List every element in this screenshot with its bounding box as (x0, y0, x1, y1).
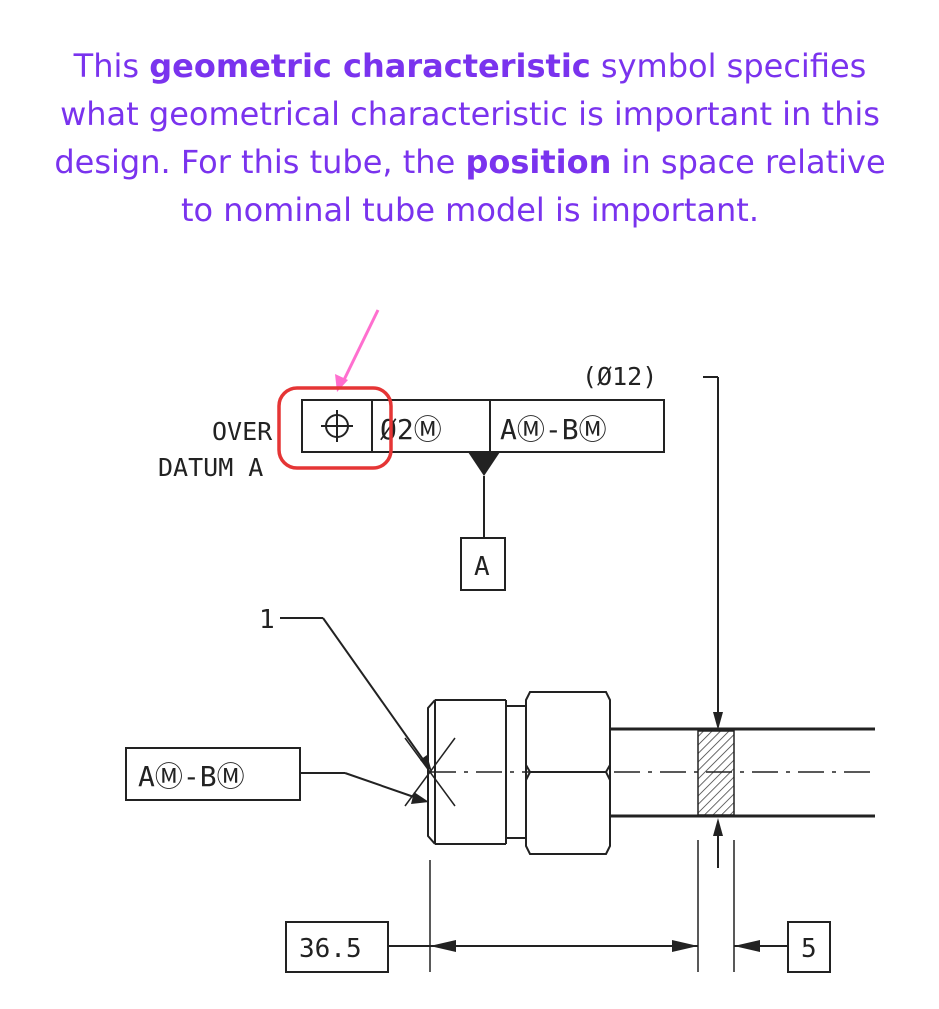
explanation-caption: This geometric characteristic symbol spe… (40, 42, 900, 234)
diameter-arrow-up (713, 818, 723, 836)
datum-ref-arrow (411, 792, 429, 804)
datum-triangle (468, 452, 500, 476)
dim-arrow-right (672, 940, 698, 952)
datum-box (460, 537, 506, 591)
diameter-arrow-down (713, 712, 723, 730)
dim-width-text: 5 (801, 934, 817, 964)
leader-diag (322, 617, 430, 769)
fitting-hex (525, 691, 611, 855)
leader-label: 1 (259, 605, 275, 635)
caption-text-3: in space relative to nominal tube model … (181, 143, 886, 229)
caption-bold-geometric-characteristic: geometric characteristic (149, 47, 591, 85)
note-datum-a: DATUM A (158, 453, 263, 482)
datum-ref-leader-diag (344, 772, 415, 798)
diameter-reference: (Ø12) (582, 362, 657, 391)
datum-label: A (474, 552, 490, 582)
symbol-highlight (277, 386, 393, 470)
feature-control-frame: Ø2Ⓜ AⓂ-BⓂ (301, 399, 665, 453)
fcf-datums: AⓂ-BⓂ (500, 413, 607, 446)
note-over: OVER (212, 417, 273, 446)
position-symbol-icon (321, 410, 353, 442)
hatched-zone (697, 730, 735, 816)
datum-ref-text: AⓂ-BⓂ (138, 760, 245, 793)
caption-text-2: symbol specifies what geometrical charac… (54, 47, 880, 181)
dim-arrow-left (430, 940, 456, 952)
caption-bold-position: position (465, 143, 612, 181)
caption-text-1: This (73, 47, 150, 85)
pointer-arrow-icon (335, 309, 380, 392)
dim-width-box (787, 921, 831, 973)
dim-length-text: 36.5 (299, 934, 362, 964)
